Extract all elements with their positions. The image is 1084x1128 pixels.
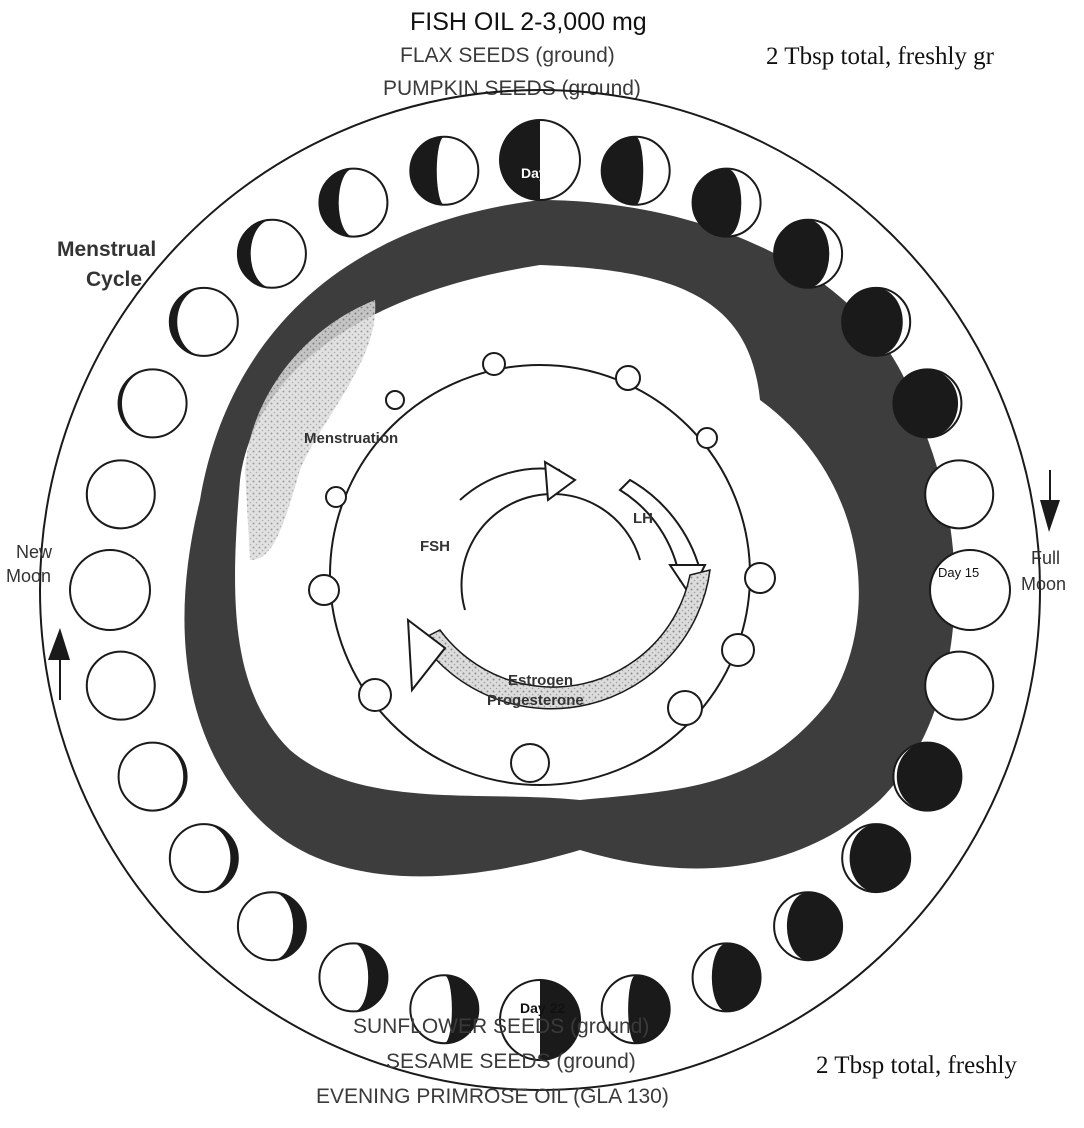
- full-moon-label-1: Full: [1031, 548, 1060, 569]
- new-moon-label-1: New: [16, 542, 52, 563]
- day8-label: Day 8: [521, 165, 558, 181]
- moon-phase-16: [925, 652, 993, 720]
- ring-arrow-right: [1040, 470, 1060, 532]
- progesterone-label: Progesterone: [487, 692, 584, 709]
- sunflower-seeds-label: SUNFLOWER SEEDS (ground): [353, 1015, 649, 1039]
- moon-phase-4: [170, 288, 238, 356]
- moon-phase-7: [410, 137, 478, 205]
- moon-phase-24: [319, 943, 387, 1011]
- moon-phase-25: [238, 892, 306, 960]
- ring-arrow-left: [48, 628, 70, 700]
- moon-phase-13: [893, 369, 961, 437]
- follicle-nodes: [309, 353, 775, 782]
- moon-phase-17: [893, 743, 961, 811]
- moon-phase-15: [930, 550, 1010, 630]
- day22-label: Day 22: [520, 1000, 565, 1016]
- moon-phase-2: [87, 460, 155, 528]
- moon-phase-12: [842, 288, 910, 356]
- moon-phase-11: [774, 220, 842, 288]
- moon-phase-6: [319, 169, 387, 237]
- cycle-label: Cycle: [86, 268, 142, 292]
- moon-phase-10: [693, 169, 761, 237]
- dark-band: [184, 200, 954, 876]
- moon-phase-27: [119, 743, 187, 811]
- estrogen-label: Estrogen: [508, 672, 573, 689]
- moon-phase-8: [500, 120, 580, 200]
- moon-phase-26: [170, 824, 238, 892]
- fsh-label: FSH: [420, 538, 450, 555]
- menstruation-label: Menstruation: [304, 430, 398, 447]
- full-moon-label-2: Moon: [1021, 574, 1066, 595]
- bottom-dosage-note: 2 Tbsp total, freshly: [816, 1052, 1017, 1080]
- moon-phase-28: [87, 652, 155, 720]
- new-moon-label-2: Moon: [6, 566, 51, 587]
- menstrual-label: Menstrual: [57, 238, 156, 262]
- day1-label: Day 1: [98, 556, 138, 573]
- day15-label: Day 15: [938, 565, 979, 580]
- sesame-seeds-label: SESAME SEEDS (ground): [386, 1050, 636, 1074]
- moon-phase-5: [238, 220, 306, 288]
- moon-phase-18: [842, 824, 910, 892]
- evening-primrose-label: EVENING PRIMROSE OIL (GLA 130): [316, 1085, 669, 1109]
- fsh-arrow-inner: [461, 494, 640, 610]
- lh-label: LH: [633, 510, 653, 527]
- moon-phase-14: [925, 460, 993, 528]
- moon-phase-19: [774, 892, 842, 960]
- moon-phase-9: [602, 137, 670, 205]
- moon-phase-20: [693, 943, 761, 1011]
- moon-phase-3: [119, 369, 187, 437]
